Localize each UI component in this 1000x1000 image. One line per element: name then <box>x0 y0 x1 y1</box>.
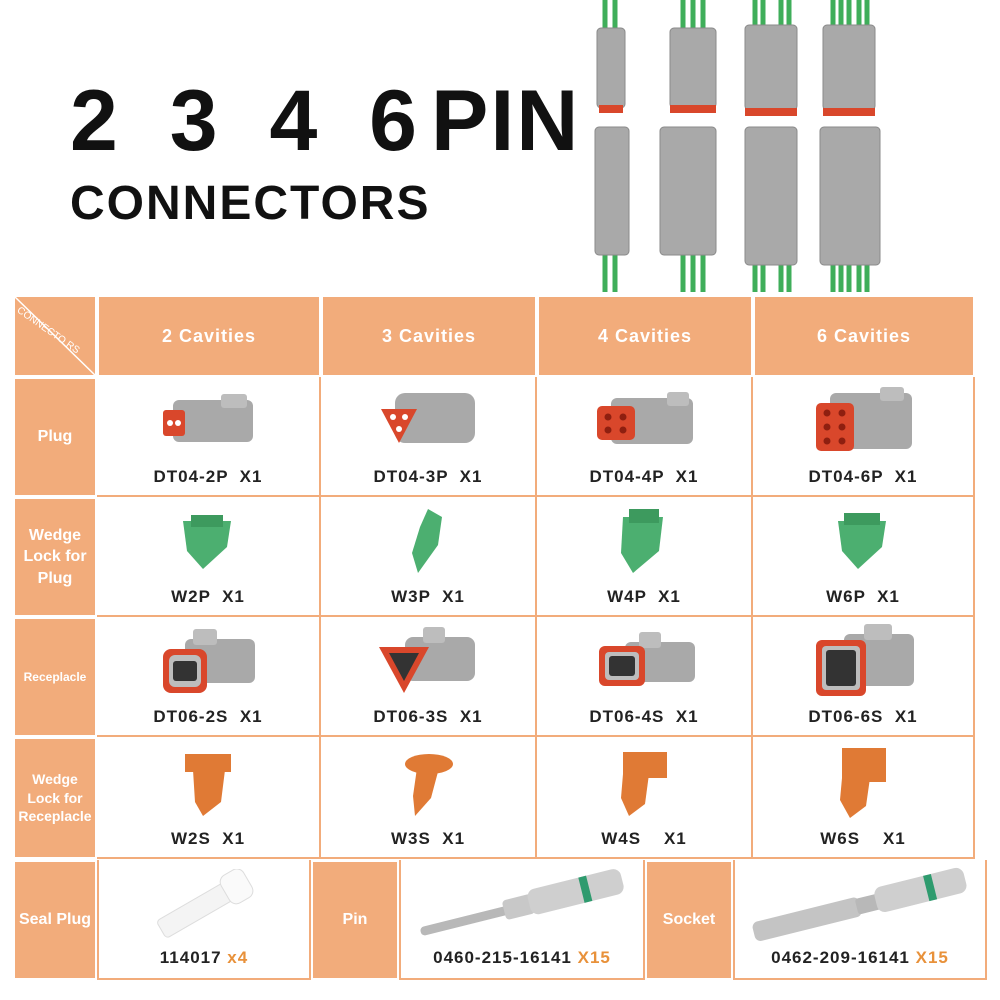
item-w6s: W6S X1 <box>753 737 975 859</box>
receptacle-2-image <box>163 629 255 693</box>
column-header-6-cavities: 6 Cavities <box>753 295 975 377</box>
pin-quantity: X15 <box>577 948 611 967</box>
item-label: W6S X1 <box>820 829 906 848</box>
item-label: 0460-215-16141 X15 <box>433 948 611 968</box>
table-corner: CONNECTO RS <box>13 295 99 379</box>
bottom-row: Seal Plug 114017 x4 Pin 0460-215-16141 X… <box>13 860 987 980</box>
plug-6-pin-image <box>816 387 912 451</box>
wedge-green-3-image <box>412 509 442 573</box>
item-label: W2S X1 <box>170 829 246 848</box>
item-dt06-3s: DT06-3S X1 <box>321 617 537 737</box>
wedge-green-4-image <box>621 509 663 573</box>
receptacle-3-image <box>379 627 475 693</box>
item-label: DT06-3S X1 <box>373 707 483 726</box>
item-label: W4P X1 <box>607 587 681 606</box>
item-w3s: W3S X1 <box>321 737 537 859</box>
item-w4p: W4P X1 <box>537 497 753 617</box>
title-pin-count: 2 3 4 6PIN <box>70 78 580 164</box>
receptacle-6-image <box>816 624 914 696</box>
item-label: 114017 x4 <box>160 948 248 968</box>
item-label: W6P X1 <box>826 587 900 606</box>
item-label: W2P X1 <box>171 587 245 606</box>
column-header-4-cavities: 4 Cavities <box>537 295 753 377</box>
socket-quantity: X15 <box>915 948 949 967</box>
item-label: W3P X1 <box>391 587 465 606</box>
row-header-socket: Socket <box>645 860 733 980</box>
item-label: W3S X1 <box>390 829 466 848</box>
socket-part-number: 0462-209-16141 <box>771 948 910 967</box>
wedge-green-2-image <box>183 515 231 569</box>
item-label: DT04-2P X1 <box>153 467 263 486</box>
row-header-wedge-lock-receplacle: Wedge Lock for Receplacle <box>13 737 97 859</box>
seal-part-number: 114017 <box>159 948 222 967</box>
item-dt04-3p: DT04-3P X1 <box>321 377 537 497</box>
seal-plug-image <box>157 869 254 938</box>
item-label: DT06-6S X1 <box>808 707 918 726</box>
item-seal-plug: 114017 x4 <box>97 860 311 980</box>
wedge-orange-2-image <box>185 754 231 816</box>
item-label: DT06-2S X1 <box>153 707 263 726</box>
wedge-orange-4-image <box>621 752 667 816</box>
item-label: DT04-4P X1 <box>589 467 699 486</box>
hero-connectors-image <box>594 0 881 292</box>
title-connectors: CONNECTORS <box>70 177 431 230</box>
item-w4s: W4S X1 <box>537 737 753 859</box>
item-label: W4S X1 <box>601 829 687 848</box>
receptacle-4-image <box>599 632 695 686</box>
item-label: DT06-4S X1 <box>589 707 699 726</box>
row-header-seal-plug: Seal Plug <box>13 860 97 980</box>
item-dt04-2p: DT04-2P X1 <box>97 377 321 497</box>
row-header-plug: Plug <box>13 377 97 497</box>
title-numbers: 2 3 4 6 <box>70 73 431 169</box>
pin-part-number: 0460-215-16141 <box>433 948 572 967</box>
item-dt04-4p: DT04-4P X1 <box>537 377 753 497</box>
row-header-pin: Pin <box>311 860 399 980</box>
plug-4-pin-image <box>597 392 693 444</box>
item-w2s: W2S X1 <box>97 737 321 859</box>
item-dt04-6p: DT04-6P X1 <box>753 377 975 497</box>
item-label: DT04-3P X1 <box>373 467 483 486</box>
row-header-wedge-lock-plug: Wedge Lock for Plug <box>13 497 97 617</box>
title-pin: PIN <box>431 73 581 169</box>
wedge-orange-6-image <box>840 748 886 818</box>
item-label: DT04-6P X1 <box>808 467 918 486</box>
parts-table: CONNECTO RS 2 Cavities 3 Cavities 4 Cavi… <box>13 295 987 860</box>
column-header-2-cavities: 2 Cavities <box>97 295 321 377</box>
wedge-orange-3-image <box>405 754 453 816</box>
column-header-3-cavities: 3 Cavities <box>321 295 537 377</box>
plug-2-pin-image <box>163 394 253 442</box>
item-w3p: W3P X1 <box>321 497 537 617</box>
socket-contact-image <box>752 867 967 941</box>
plug-3-pin-image <box>381 393 475 443</box>
item-pin: 0460-215-16141 X15 <box>399 860 645 980</box>
item-dt06-4s: DT06-4S X1 <box>537 617 753 737</box>
item-socket: 0462-209-16141 X15 <box>733 860 987 980</box>
seal-quantity: x4 <box>227 948 249 967</box>
item-dt06-2s: DT06-2S X1 <box>97 617 321 737</box>
item-label: 0462-209-16141 X15 <box>771 948 949 968</box>
item-w6p: W6P X1 <box>753 497 975 617</box>
item-dt06-6s: DT06-6S X1 <box>753 617 975 737</box>
wedge-green-6-image <box>838 513 886 569</box>
row-header-receplacle: Receplacle <box>13 617 97 737</box>
pin-contact-image <box>420 869 624 936</box>
item-w2p: W2P X1 <box>97 497 321 617</box>
